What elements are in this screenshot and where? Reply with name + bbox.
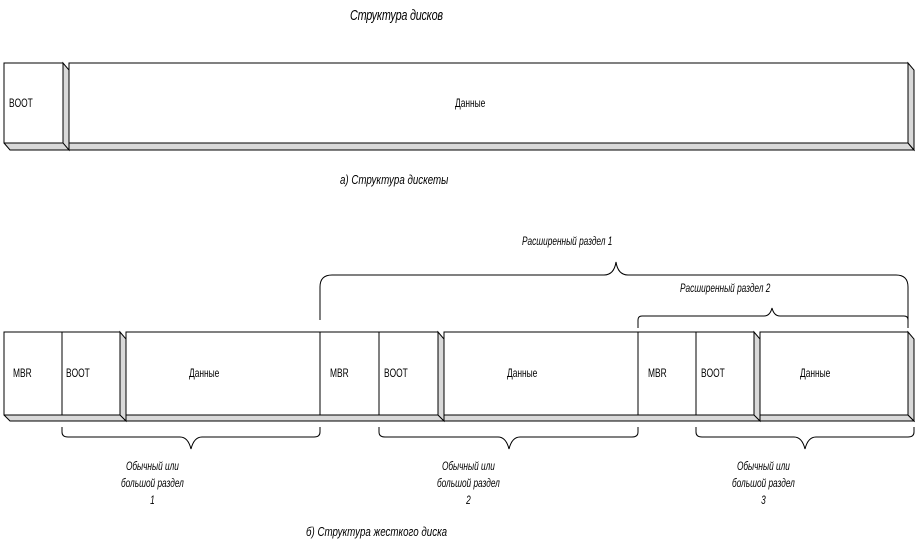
part1-label: Обычный или большой раздел 1 bbox=[120, 461, 184, 507]
hdd-data-label-1: Данные bbox=[189, 366, 220, 380]
hdd-boot-label-2: BOOT bbox=[384, 366, 408, 380]
hdd-mbr-block-3 bbox=[637, 331, 697, 416]
floppy-right-face bbox=[907, 61, 915, 152]
hdd-boot-block-2 bbox=[378, 331, 439, 416]
hdd-row bbox=[3, 330, 915, 423]
ext1-label: Расширенный раздел 1 bbox=[522, 236, 613, 248]
hdd-data-block-2 bbox=[443, 331, 639, 416]
hdd-mbr-label-1: MBR bbox=[13, 366, 32, 380]
ext2-label: Расширенный раздел 2 bbox=[680, 283, 771, 295]
part3-brace bbox=[695, 427, 915, 450]
hdd-caption: б) Структура жесткого диска bbox=[306, 524, 448, 539]
floppy-boot-block bbox=[3, 62, 64, 144]
hdd-boot-right-face-3 bbox=[753, 330, 761, 423]
hdd-mbr-label-3: MBR bbox=[648, 366, 667, 380]
hdd-boot-label-1: BOOT bbox=[66, 366, 90, 380]
hdd-mbr-block-2 bbox=[319, 331, 380, 416]
hdd-boot-block-3 bbox=[695, 331, 755, 416]
floppy-row bbox=[3, 61, 915, 152]
ext2-brace bbox=[637, 307, 909, 328]
floppy-data-block bbox=[68, 62, 909, 144]
hdd-boot-block-1 bbox=[61, 331, 121, 416]
floppy-data-label: Данные bbox=[455, 96, 486, 110]
braces bbox=[61, 261, 915, 450]
hdd-boot-right-face-1 bbox=[119, 330, 127, 423]
part3-label: Обычный или большой раздел 3 bbox=[731, 461, 795, 507]
hdd-data-block-1 bbox=[125, 331, 321, 416]
hdd-bottom-face bbox=[3, 414, 915, 422]
hdd-boot-label-3: BOOT bbox=[701, 366, 725, 380]
hdd-mbr-label-2: MBR bbox=[330, 366, 349, 380]
hdd-right-face bbox=[907, 330, 915, 423]
floppy-boot-right-face bbox=[62, 61, 70, 152]
hdd-data-block-3 bbox=[759, 331, 909, 416]
part1-brace bbox=[61, 427, 321, 450]
diagram-title: Структура дисков bbox=[350, 7, 443, 24]
part2-brace bbox=[378, 427, 639, 450]
floppy-bottom-face bbox=[3, 142, 915, 151]
floppy-caption: а) Структура дискеты bbox=[340, 172, 449, 187]
floppy-boot-label: BOOT bbox=[9, 96, 33, 110]
hdd-data-label-3: Данные bbox=[800, 366, 831, 380]
part2-label: Обычный или большой раздел 2 bbox=[436, 461, 500, 507]
hdd-boot-right-face-2 bbox=[437, 330, 445, 423]
ext1-brace bbox=[319, 261, 909, 320]
hdd-data-label-2: Данные bbox=[507, 366, 538, 380]
